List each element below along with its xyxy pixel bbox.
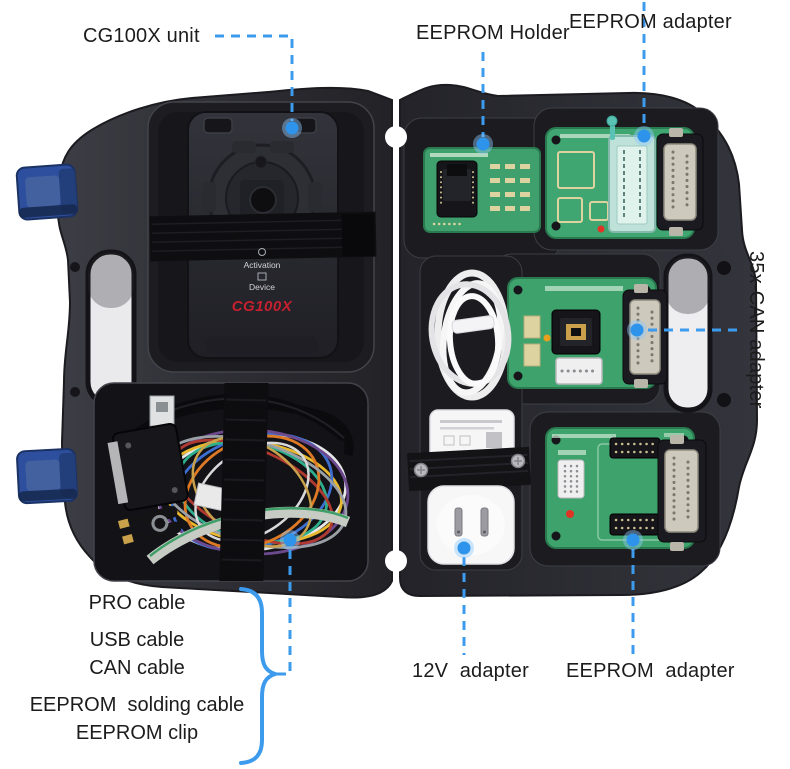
eeprom-adapter-top-board bbox=[545, 115, 704, 239]
case-foot bbox=[717, 261, 731, 275]
db25-connector bbox=[656, 128, 704, 236]
db25-connector bbox=[657, 435, 707, 551]
cable-label-eeprom-solding: EEPROM solding cable bbox=[29, 694, 245, 716]
power-led bbox=[597, 225, 605, 233]
device-center-hole bbox=[249, 186, 277, 214]
cable-label-can: CAN cable bbox=[89, 657, 185, 679]
case-screw-hole bbox=[70, 387, 80, 397]
db25-cable-connector bbox=[107, 422, 189, 511]
leader-line-cg100x bbox=[215, 34, 294, 121]
case-screw-hole bbox=[70, 262, 80, 272]
callout-dot-cg100x bbox=[282, 118, 302, 138]
callout-dot-12v-adapter bbox=[454, 538, 474, 558]
cable-label-pro: PRO cable bbox=[88, 592, 186, 614]
callout-label-eeprom-adapter-bottom: EEPROM adapter bbox=[566, 660, 735, 682]
plug-prong bbox=[480, 507, 489, 537]
cg100x-logo: CG100X bbox=[232, 298, 293, 315]
eeprom-adapter-bottom-board bbox=[545, 427, 707, 551]
activation-led-icon bbox=[258, 248, 266, 256]
carry-case-left-half: Activation Device CG100X bbox=[15, 86, 393, 599]
cable-label-list: PRO cable USB cable CAN cable EEPROM sol… bbox=[25, 0, 249, 769]
callout-dot-eeprom-holder bbox=[473, 134, 493, 154]
callout-label-eeprom-adapter-top: EEPROM adapter bbox=[569, 11, 732, 33]
callout-label-eeprom-holder: EEPROM Holder bbox=[416, 22, 570, 44]
callout-dot-eeprom-adapter-bottom bbox=[623, 530, 643, 550]
callout-dots bbox=[280, 118, 654, 558]
adapter-cable-coil bbox=[428, 269, 512, 401]
adapter-strap bbox=[407, 446, 531, 492]
power-led bbox=[566, 510, 574, 518]
hinge-notch bbox=[385, 550, 407, 572]
callout-dot-eeprom-adapter-top bbox=[634, 126, 654, 146]
callout-dot-cable-group bbox=[280, 530, 300, 550]
zif-socket bbox=[606, 115, 656, 233]
device-port-slot bbox=[203, 117, 233, 134]
db25-connector bbox=[622, 284, 668, 388]
white-header-connector bbox=[557, 459, 585, 499]
chip-socket bbox=[551, 309, 601, 355]
cable-strap bbox=[219, 383, 269, 581]
device-device-label: Device bbox=[249, 282, 275, 292]
cable-label-eeprom-clip: EEPROM clip bbox=[75, 722, 199, 744]
status-led bbox=[543, 334, 551, 342]
qr-code bbox=[486, 432, 502, 448]
power-adapter-12v bbox=[407, 409, 531, 565]
cable-bundle bbox=[107, 383, 354, 581]
device-activation-label: Activation bbox=[244, 260, 281, 270]
cable-label-usb: USB cable bbox=[89, 629, 185, 651]
can-adapter-board bbox=[507, 277, 668, 389]
case-foot bbox=[717, 393, 731, 407]
strap-screw bbox=[413, 453, 526, 478]
device-strap bbox=[149, 211, 377, 262]
callout-dot-can-adapter bbox=[627, 320, 647, 340]
leader-line-cable-group bbox=[277, 547, 292, 676]
handle-shadow bbox=[88, 252, 134, 308]
handle-shadow bbox=[666, 256, 710, 314]
callout-label-12v-adapter: 12V adapter bbox=[412, 660, 529, 682]
device-led-icon bbox=[257, 272, 267, 281]
pin-header bbox=[609, 437, 661, 459]
eeprom-holder-board bbox=[423, 147, 541, 233]
cable-group-brace bbox=[239, 587, 282, 765]
plug-prong bbox=[454, 507, 463, 537]
cg100x-device: Activation Device CG100X bbox=[149, 111, 377, 359]
callout-label-cg100x-unit: CG100X unit bbox=[83, 25, 200, 47]
carry-case-right-half bbox=[399, 83, 759, 598]
callout-label-can-adapter: 35x-CAN adapter bbox=[745, 251, 767, 409]
pin-header bbox=[609, 513, 661, 536]
hinge-notch bbox=[385, 126, 407, 148]
eeprom-clip bbox=[117, 506, 182, 545]
